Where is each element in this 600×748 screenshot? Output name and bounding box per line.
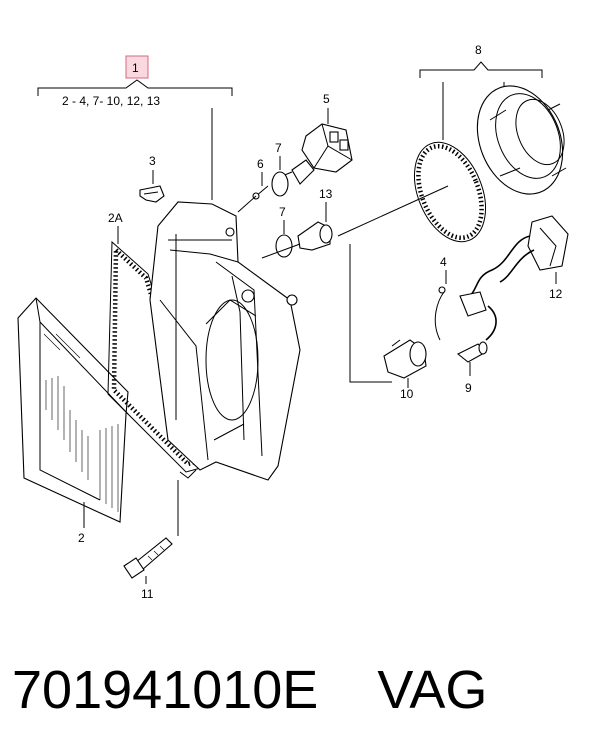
callout-8: 8 [475,43,482,57]
lens-gasket [107,240,209,473]
clip [139,185,165,203]
headlight-lens [17,297,129,523]
assembly-bracket [37,55,233,200]
part-number: 701941010E [12,660,319,720]
brand-name: VAG [377,660,488,720]
callout-3: 3 [149,154,156,168]
callout-2: 2 [78,531,85,545]
small-screw [252,185,269,200]
headlight-housing [149,201,301,481]
lens-hatching [43,333,119,512]
callout-7-lower: 7 [279,205,286,219]
callout-6: 6 [257,157,264,171]
callout-5: 5 [323,92,330,106]
callout-highlight-box [125,55,149,79]
callout-4: 4 [440,255,447,269]
small-bulb [456,341,488,363]
callout-2a: 2A [108,211,123,225]
retaining-ring-upper [271,171,289,197]
retaining-ring-lower [275,234,293,258]
wiring-connector [459,215,569,341]
mounting-bolt [123,537,173,579]
callout-12: 12 [549,287,563,301]
main-bulb [383,339,427,379]
callout-9: 9 [465,381,472,395]
callout-7-upper: 7 [275,141,282,155]
headlight-cap [476,85,567,195]
callout-1-scope: 2 - 4, 7- 10, 12, 13 [62,94,160,108]
callout-1: 1 [132,61,139,75]
wire-clip [434,286,446,341]
auxiliary-bulb [297,185,449,251]
callout-11: 11 [141,587,154,601]
cap-seal-ring [414,141,486,243]
callout-10: 10 [400,387,414,401]
callout-13: 13 [319,187,333,201]
footer-part-info: 701941010E VAG [12,650,592,730]
exploded-parts-diagram: 1 2 - 4, 7- 10, 12, 13 8 2 [17,43,569,601]
adjusting-motor [271,123,353,185]
